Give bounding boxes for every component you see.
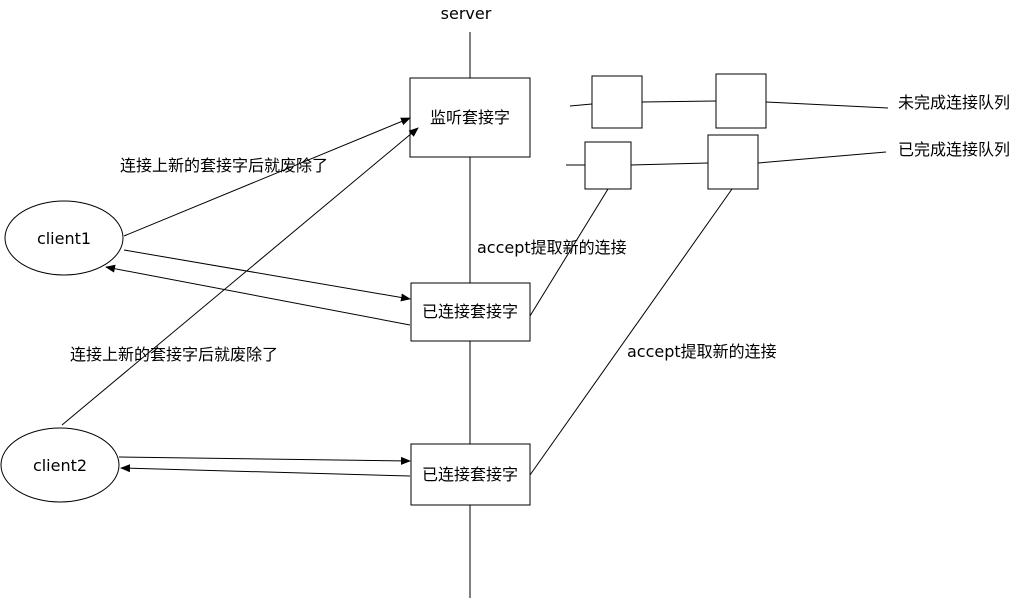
complete-queue-line-3 <box>757 151 887 164</box>
connected-socket-label-2: 已连接套接字 <box>422 465 518 484</box>
listen-socket-box <box>409 77 531 158</box>
client1-label: client1 <box>37 229 91 248</box>
complete-queue-label: 已完成连接队列 <box>898 140 1010 159</box>
arrow-client2-to-listen <box>61 127 419 426</box>
connected-socket-box-1 <box>410 282 531 342</box>
incomplete-queue-slot-1 <box>591 75 643 129</box>
incomplete-queue-slot-2 <box>715 73 767 129</box>
complete-queue-line-2 <box>630 162 709 166</box>
incomplete-queue-label: 未完成连接队列 <box>898 93 1010 112</box>
arrow-client1-to-connected-1 <box>123 249 411 302</box>
arrow-client2-to-connected-2 <box>118 456 411 465</box>
arrow-client1-to-listen <box>123 117 411 237</box>
client2-node <box>0 427 120 503</box>
incomplete-queue-line-2 <box>641 100 717 103</box>
client1-node <box>4 200 124 276</box>
accept-link-1 <box>529 188 609 317</box>
accept-annotation-2: accept提取新的连接 <box>627 342 777 361</box>
discard-annotation-2: 连接上新的套接字后就废除了 <box>70 345 278 364</box>
complete-queue-slot-2 <box>707 134 759 190</box>
arrow-connected-1-to-client1 <box>105 264 411 326</box>
accept-annotation-1: accept提取新的连接 <box>477 238 627 257</box>
accept-link-2 <box>529 188 733 476</box>
listen-socket-label: 监听套接字 <box>430 108 510 127</box>
connected-socket-box-2 <box>410 443 531 506</box>
server-label: server <box>441 4 492 23</box>
incomplete-queue-line-1 <box>569 103 593 107</box>
arrow-connected-2-to-client2 <box>120 464 411 477</box>
discard-annotation-1: 连接上新的套接字后就废除了 <box>120 156 328 175</box>
incomplete-queue-line-3 <box>765 101 889 109</box>
complete-queue-slot-1 <box>584 141 632 190</box>
client2-label: client2 <box>33 456 87 475</box>
connected-socket-label-1: 已连接套接字 <box>422 302 518 321</box>
